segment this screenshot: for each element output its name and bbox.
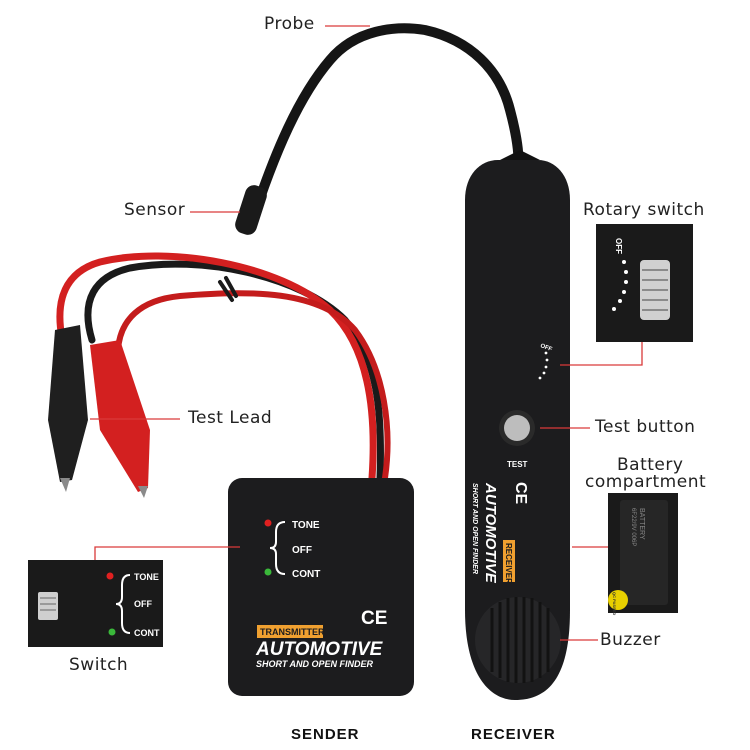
- red-alligator-clip: [90, 340, 150, 492]
- receiver-badge-text: RECEIVER: [504, 543, 513, 584]
- rotary-inset-off: OFF: [614, 238, 623, 254]
- transmitter-cont-label: CONT: [292, 569, 320, 580]
- label-test-button: Test button: [595, 417, 696, 437]
- caption-sender: SENDER: [291, 726, 360, 743]
- test-lead-wires: [56, 252, 391, 482]
- battery-inset-tag: QC PASSED: [612, 592, 617, 615]
- probe-gooseneck: [245, 23, 524, 233]
- switch-inset-tone: TONE: [134, 572, 159, 582]
- transmitter-led-green: [264, 568, 272, 576]
- receiver-brand: AUTOMOTIVE: [482, 482, 499, 584]
- label-buzzer: Buzzer: [600, 630, 661, 650]
- transmitter-brand: AUTOMOTIVE: [255, 639, 384, 660]
- label-battery-line2: compartment: [585, 472, 707, 492]
- switch-inset-off: OFF: [134, 599, 152, 609]
- switch-inset-cont: CONT: [134, 628, 160, 638]
- transmitter-body: [228, 478, 414, 696]
- transmitter-ce-mark: CE: [361, 608, 387, 629]
- receiver-test-label: TEST: [507, 460, 528, 469]
- qc-passed-sticker: [608, 590, 628, 610]
- transmitter-off-label: OFF: [292, 545, 312, 556]
- receiver-badge: [503, 540, 515, 582]
- sensor-tip: [235, 185, 267, 235]
- receiver-subtitle: SHORT AND OPEN FINDER: [471, 483, 478, 574]
- callout-lines: [90, 25, 643, 641]
- label-sensor: Sensor: [124, 200, 186, 220]
- black-alligator-clip: [48, 325, 88, 482]
- label-test-lead: Test Lead: [188, 408, 273, 428]
- receiver-ce-mark: CE: [512, 482, 529, 505]
- transmitter-led-red: [264, 519, 272, 527]
- receiver-off-label: OFF: [539, 343, 553, 353]
- transmitter-subtitle: SHORT AND OPEN FINDER: [256, 659, 374, 669]
- battery-inset-line2: 6F22/9V 006P: [630, 508, 636, 546]
- caption-receiver: RECEIVER: [471, 726, 556, 743]
- label-battery-line1: Battery: [617, 455, 684, 475]
- receiver-rotary-dots: [538, 351, 549, 380]
- label-probe: Probe: [264, 14, 315, 34]
- battery-inset-line1: BATTERY: [638, 508, 645, 540]
- label-switch: Switch: [69, 655, 129, 675]
- label-rotary-switch: Rotary switch: [583, 200, 705, 220]
- transmitter-tone-label: TONE: [292, 520, 320, 531]
- transmitter-badge: [257, 625, 323, 638]
- transmitter-badge-text: TRANSMITTER: [260, 627, 325, 637]
